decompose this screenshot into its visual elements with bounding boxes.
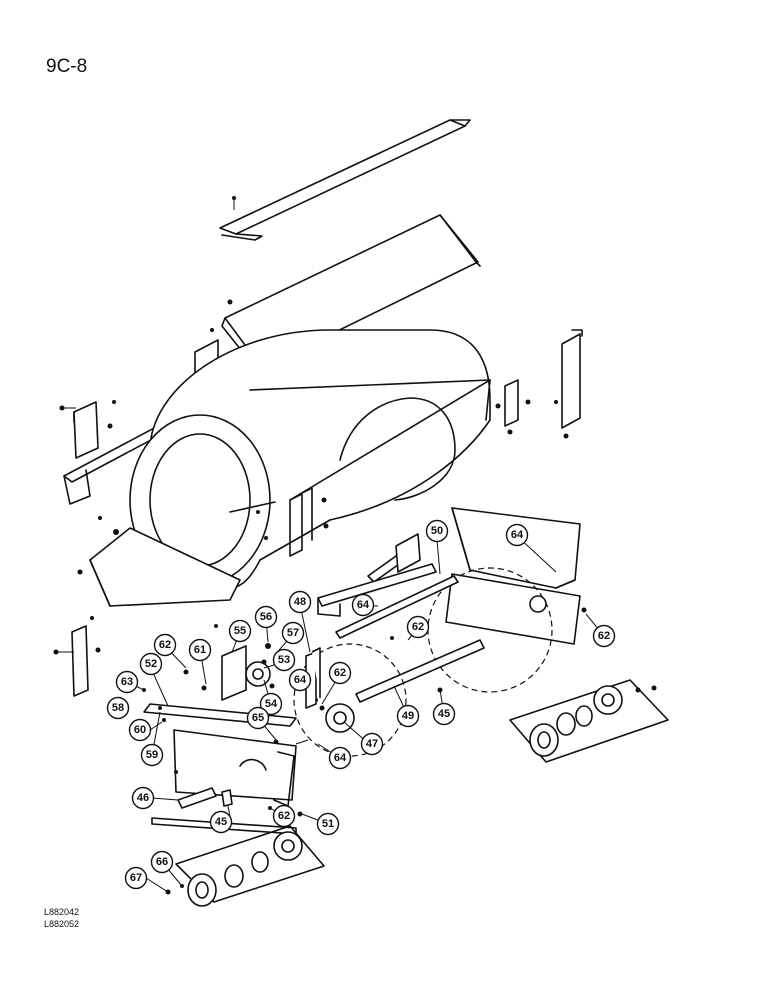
svg-text:60: 60 <box>134 724 146 736</box>
callout-bubble: 62 <box>272 804 296 828</box>
svg-text:59: 59 <box>146 749 158 761</box>
callout-bubble: 46 <box>131 786 155 810</box>
svg-text:52: 52 <box>145 658 157 670</box>
svg-text:67: 67 <box>130 872 142 884</box>
callout-bubble: 52 <box>139 652 163 676</box>
callout-bubble: 50 <box>425 519 449 543</box>
callout-bubble: 64 <box>328 746 352 770</box>
right-bearing-plate <box>434 679 669 763</box>
svg-text:65: 65 <box>252 712 264 724</box>
left-lower-bracket <box>53 616 101 697</box>
svg-text:64: 64 <box>294 674 307 686</box>
svg-text:62: 62 <box>278 810 290 822</box>
drawing-code: L882052 <box>44 919 80 929</box>
callout-bubble: 62 <box>406 615 430 639</box>
svg-text:64: 64 <box>511 529 524 541</box>
upper-shaft-tube <box>367 533 421 583</box>
lower-side-panel <box>173 729 309 817</box>
mounting-bar <box>317 563 437 617</box>
page-number: 9C-8 <box>46 56 88 77</box>
callout-bubble: 45 <box>432 702 456 726</box>
fan-drum-housing <box>129 329 491 591</box>
svg-text:64: 64 <box>334 752 347 764</box>
callout-bubble: 55 <box>228 619 252 643</box>
svg-text:58: 58 <box>112 702 124 714</box>
lower-front-sheet <box>77 516 241 628</box>
callout-bubble: 66 <box>150 850 174 874</box>
svg-text:51: 51 <box>322 818 334 830</box>
svg-text:47: 47 <box>366 738 378 750</box>
left-bracket-mid <box>59 400 116 459</box>
callout-bubble: 49 <box>396 704 420 728</box>
callout-bubble: 60 <box>128 718 152 742</box>
svg-text:62: 62 <box>334 667 346 679</box>
callout-bubble: 61 <box>188 638 212 662</box>
svg-text:54: 54 <box>265 698 278 710</box>
svg-text:57: 57 <box>287 627 299 639</box>
callout-bubble: 59 <box>140 743 164 767</box>
callout-bubble: 63 <box>115 670 139 694</box>
callout-bubble: 62 <box>328 661 352 685</box>
callout-bubble: 62 <box>592 624 616 648</box>
svg-text:64: 64 <box>357 599 370 611</box>
callout-bubble: 58 <box>106 696 130 720</box>
svg-text:66: 66 <box>156 856 168 868</box>
callout-bubble: 64 <box>505 523 529 547</box>
callout-bubble: 65 <box>246 706 270 730</box>
callout-bubble: 47 <box>360 732 384 756</box>
callout-bubble: 45 <box>209 810 233 834</box>
drum-side-bracket <box>256 487 329 557</box>
svg-text:49: 49 <box>402 710 414 722</box>
left-bearing-plate <box>165 825 325 907</box>
svg-text:48: 48 <box>294 596 306 608</box>
callout-bubble: 64 <box>351 593 375 617</box>
drawing-code: L882042 <box>44 907 80 917</box>
svg-text:61: 61 <box>194 644 206 656</box>
callout-bubble: 54 <box>259 692 283 716</box>
callout-bubble: 56 <box>254 605 278 629</box>
svg-text:45: 45 <box>438 708 450 720</box>
svg-text:62: 62 <box>412 621 424 633</box>
callout-bubble: 53 <box>272 648 296 672</box>
drawing-codes: L882042 L882052 <box>44 906 79 930</box>
right-hopper <box>451 507 581 589</box>
svg-text:46: 46 <box>137 792 149 804</box>
right-side-panel <box>427 567 587 693</box>
svg-text:50: 50 <box>431 525 443 537</box>
callout-bubble: 57 <box>281 621 305 645</box>
svg-text:55: 55 <box>234 625 246 637</box>
long-slat <box>335 575 459 640</box>
callout-bubble: 62 <box>153 633 177 657</box>
svg-text:62: 62 <box>598 630 610 642</box>
callout-bubble: 67 <box>124 866 148 890</box>
svg-text:62: 62 <box>159 639 171 651</box>
top-angle-strip <box>219 119 471 241</box>
callout-bubble: 48 <box>288 590 312 614</box>
svg-text:53: 53 <box>278 654 290 666</box>
svg-text:45: 45 <box>215 816 227 828</box>
callout-bubble: 51 <box>316 812 340 836</box>
callout-bubble: 64 <box>288 668 312 692</box>
svg-text:63: 63 <box>121 676 133 688</box>
right-bracket-tall <box>554 329 583 439</box>
svg-text:56: 56 <box>260 611 272 623</box>
main-shaft <box>293 639 485 757</box>
right-bracket-small <box>495 379 531 435</box>
